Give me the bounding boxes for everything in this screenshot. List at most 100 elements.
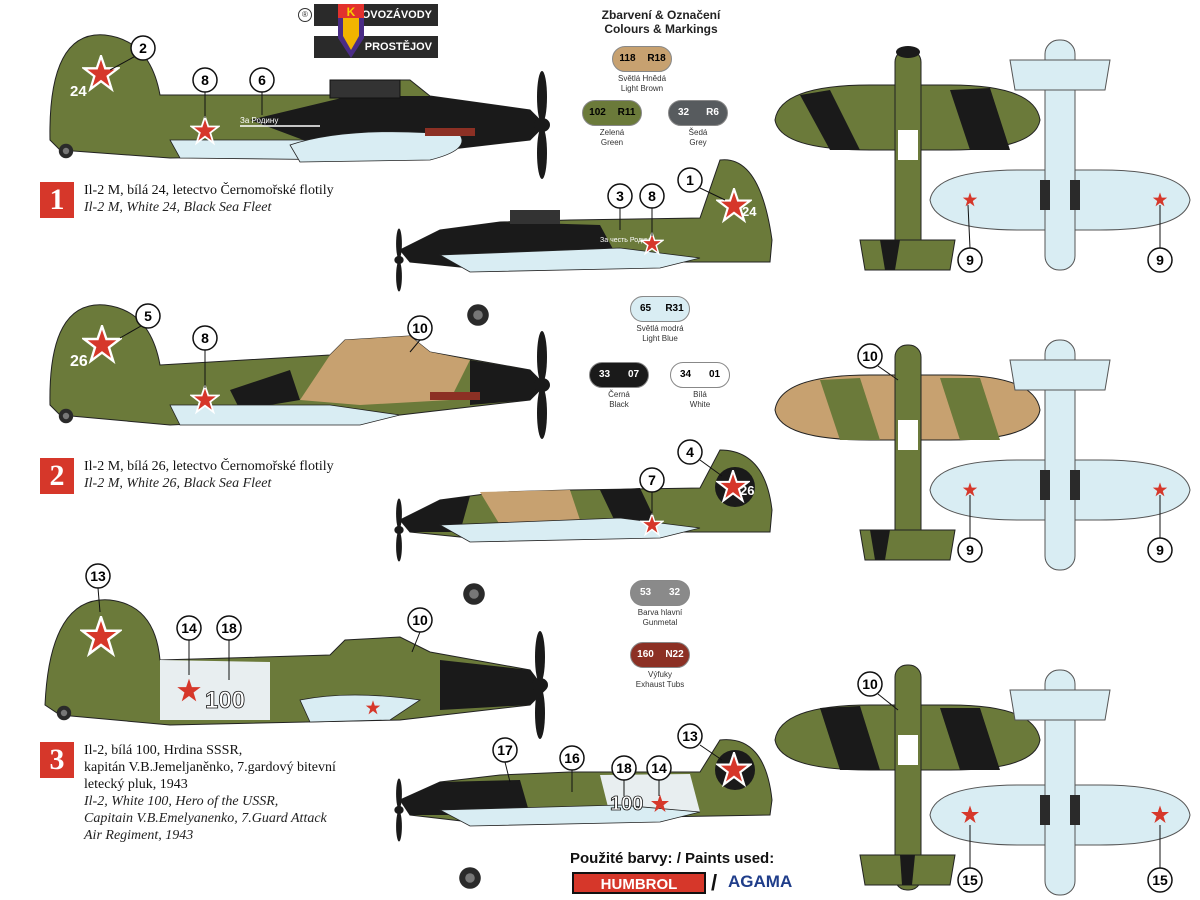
svg-text:10: 10: [862, 348, 878, 364]
svg-text:5: 5: [144, 308, 152, 324]
aircraft-3-side-left: 100: [44, 599, 548, 739]
variant-1-number: 1: [40, 182, 74, 218]
svg-text:14: 14: [181, 620, 197, 636]
callout-18a: [216, 615, 242, 641]
svg-text:7: 7: [648, 472, 656, 488]
callout-14b: [646, 755, 672, 781]
svg-text:16: 16: [564, 750, 580, 766]
svg-text:1: 1: [686, 172, 694, 188]
callout-15a: [957, 867, 983, 893]
svg-text:8: 8: [648, 188, 656, 204]
colours-title-en: Colours & Markings: [604, 22, 718, 36]
svg-text:13: 13: [682, 728, 698, 744]
callout-6: [249, 67, 275, 93]
variant-1-en: Il-2 M, White 24, Black Sea Fleet: [84, 200, 272, 215]
aircraft-3-number: 100: [205, 687, 245, 714]
svg-text:18: 18: [221, 620, 237, 636]
variant-2-number: 2: [40, 458, 74, 494]
slogan-2: За честь Родины: [600, 237, 655, 244]
variant-2-cz: Il-2 M, bílá 26, letectvo Černomořské fl…: [84, 459, 334, 474]
aircraft-1-bottom-view: [929, 39, 1191, 271]
callout-3: [607, 183, 633, 209]
callout-8b: [639, 183, 665, 209]
callout-9c: [957, 537, 983, 563]
aircraft-3-top-view: [774, 664, 1041, 891]
callout-8c: [192, 325, 218, 351]
callout-8: [192, 67, 218, 93]
callout-10b: [857, 343, 883, 369]
callout-16: [559, 745, 585, 771]
aircraft-1-top-view: [774, 46, 1041, 271]
variant-3-cz-line2: kapitán V.B.Jemeljaněnko, 7.gardový bite…: [84, 760, 336, 775]
aircraft-3-side-right: 100: [394, 739, 773, 889]
aircraft-2-tail-number: 26: [70, 353, 88, 370]
variant-2-en: Il-2 M, White 26, Black Sea Fleet: [84, 476, 272, 491]
svg-text:10: 10: [862, 676, 878, 692]
callout-5: [135, 303, 161, 329]
callout-2: [130, 35, 156, 61]
callout-1: [677, 167, 703, 193]
svg-text:15: 15: [962, 872, 978, 888]
callout-18b: [611, 755, 637, 781]
callout-10d: [857, 671, 883, 697]
svg-text:K: K: [347, 5, 356, 19]
svg-text:18: 18: [616, 760, 632, 776]
svg-text:8: 8: [201, 72, 209, 88]
svg-text:17: 17: [497, 742, 513, 758]
svg-text:9: 9: [1156, 542, 1164, 558]
svg-text:8: 8: [201, 330, 209, 346]
svg-text:24: 24: [742, 204, 757, 219]
svg-text:9: 9: [1156, 252, 1164, 268]
callout-9b: [1147, 247, 1173, 273]
callout-9d: [1147, 537, 1173, 563]
slogan-1: За Родину: [240, 116, 278, 125]
svg-text:3: 3: [616, 188, 624, 204]
aircraft-1-side-right: За честь Родины 24: [394, 159, 773, 326]
svg-text:14: 14: [651, 760, 667, 776]
aircraft-3-bottom-view: [929, 669, 1191, 896]
svg-text:6: 6: [258, 72, 266, 88]
callout-13a: [85, 563, 111, 589]
svg-text:15: 15: [1152, 872, 1168, 888]
variant-1-cz: Il-2 M, bílá 24, letectvo Černomořské fl…: [84, 183, 334, 198]
colours-title-cz: Zbarvení & Označení: [601, 8, 721, 22]
svg-text:26: 26: [740, 483, 754, 498]
svg-text:100: 100: [610, 793, 643, 815]
variant-3-en-line2: Capitain V.B.Emelyanenko, 7.Guard Attack: [84, 811, 327, 826]
variant-3-cz-line1: Il-2, bílá 100, Hrdina SSSR,: [84, 743, 243, 758]
callout-14a: [176, 615, 202, 641]
svg-text:9: 9: [966, 252, 974, 268]
aircraft-1-side-left: За Родину 24: [49, 34, 550, 179]
svg-text:10: 10: [412, 320, 428, 336]
paints-slash: /: [711, 870, 718, 895]
svg-text:9: 9: [966, 542, 974, 558]
aircraft-1-tail-number: 24: [70, 83, 87, 100]
callout-7: [639, 467, 665, 493]
humbrol-logo: HUMBROL: [572, 872, 706, 894]
manufacturer-logo: ® KOVOZÁVODY PROSTĚJOV K: [298, 4, 438, 58]
svg-text:2: 2: [139, 40, 147, 56]
callout-17: [492, 737, 518, 763]
logo-shield-icon: K: [338, 4, 364, 58]
callout-15b: [1147, 867, 1173, 893]
callout-4: [677, 439, 703, 465]
svg-text:13: 13: [90, 568, 106, 584]
aircraft-2-side-left: 26: [49, 304, 550, 439]
variant-3-en-line1: Il-2, White 100, Hero of the USSR,: [84, 794, 279, 809]
callouts: 2 8 6 3 8 1 9 9 5 8 10 7 4 10 9 9: [85, 35, 1173, 893]
variant-3-en-line3: Air Regiment, 1943: [84, 828, 194, 843]
colours-title: Zbarvení & Označení Colours & Markings: [556, 8, 766, 36]
aircraft-2-side-right: 26: [394, 449, 773, 605]
svg-text:4: 4: [686, 444, 694, 460]
paints-used-label: Použité barvy: / Paints used:: [570, 850, 775, 867]
agama-logo: AGAMA: [728, 872, 793, 891]
